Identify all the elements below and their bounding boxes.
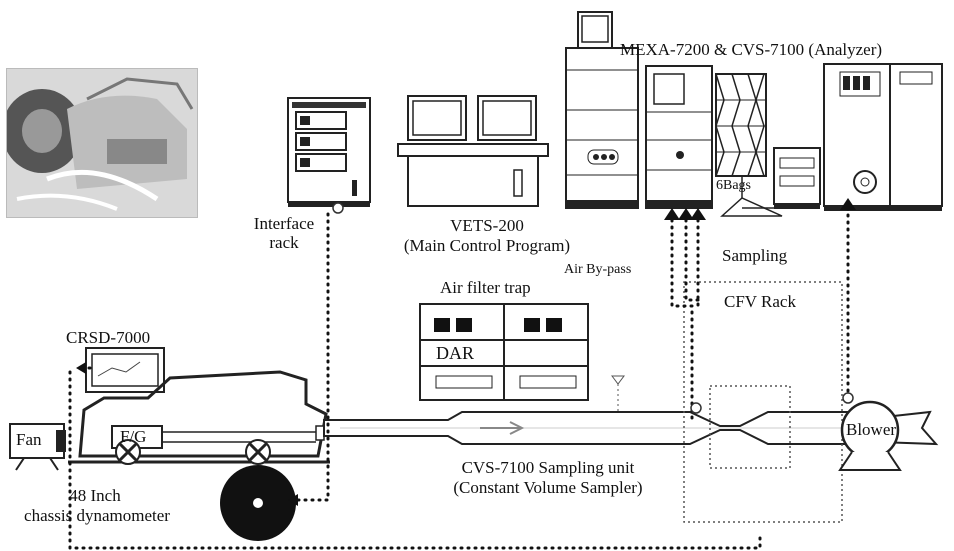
vets-sub-label: (Main Control Program) — [380, 236, 594, 255]
blower-label: Blower — [846, 420, 896, 439]
cfv-rack-label: CFV Rack — [724, 292, 796, 311]
cvs-unit-sub-label: (Constant Volume Sampler) — [416, 478, 680, 497]
mexa-label: MEXA-7200 & CVS-7100 (Analyzer) — [620, 40, 882, 59]
vets-label: VETS-200 — [400, 216, 574, 235]
sampling-label: Sampling — [722, 246, 787, 265]
crsd-monitor-icon — [86, 348, 164, 392]
dar-label: DAR — [436, 344, 474, 363]
dyno-roller-icon — [220, 465, 296, 541]
air-bypass-label: Air By-pass — [564, 260, 631, 279]
air-filter-trap-label: Air filter trap — [440, 278, 531, 297]
dyno-label: 48 Inch — [50, 486, 140, 505]
fan-label: Fan — [16, 430, 42, 449]
fg-label: F/G — [120, 427, 146, 446]
cvs-analyzer-icon — [774, 64, 942, 211]
interface-rack-icon — [288, 98, 370, 207]
bags-label: 6Bags — [716, 176, 751, 195]
cvs-unit-label: CVS-7100 Sampling unit — [428, 458, 668, 477]
wheel-rear — [246, 440, 270, 464]
crsd-label: CRSD-7000 — [66, 328, 150, 347]
interface-rack-label: Interface rack — [244, 214, 324, 252]
dyno-sub-label: chassis dynamometer — [12, 506, 182, 525]
vets-computer-icon — [398, 96, 548, 206]
